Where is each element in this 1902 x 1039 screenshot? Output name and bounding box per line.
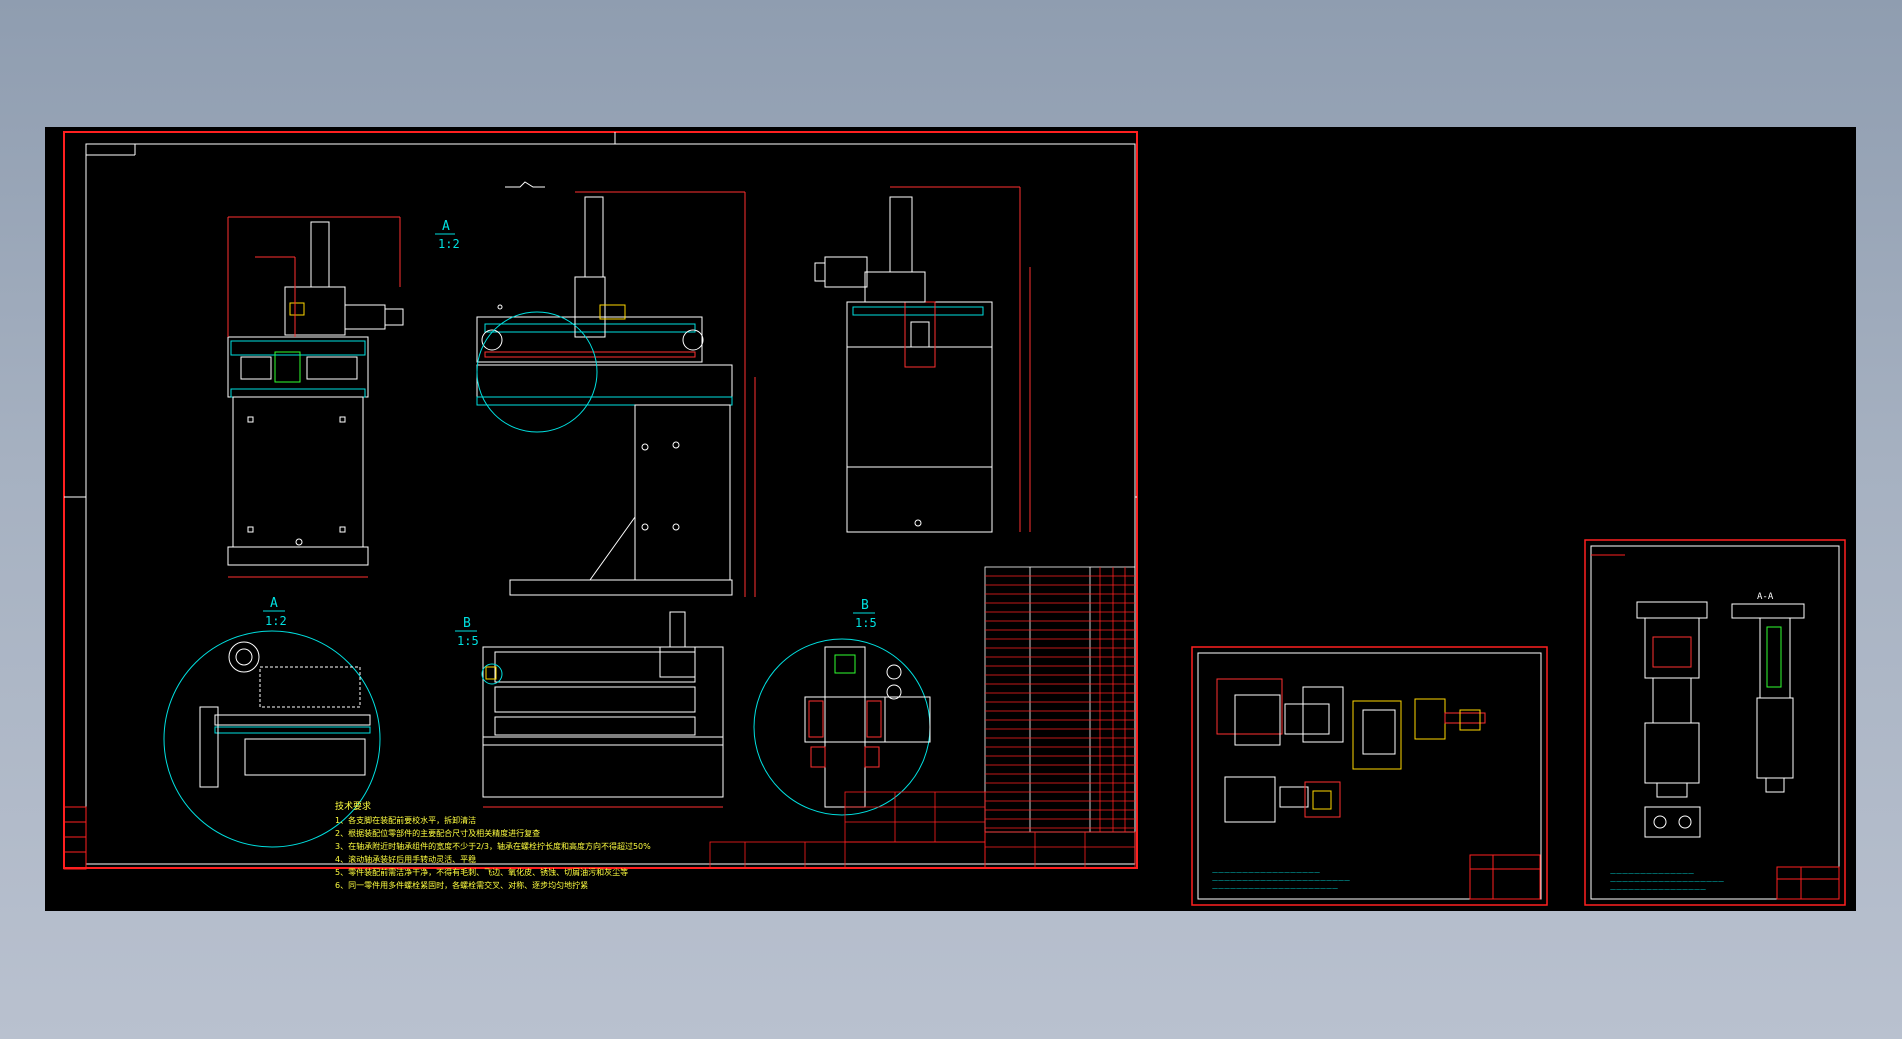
main-sheet: [63, 131, 1138, 870]
bom-table: [984, 566, 1136, 833]
tech-note-5: 5、零件装配前需洁净干净，不得有毛刺、飞边、氧化皮、锈蚀、切屑油污和灰尘等: [335, 867, 628, 877]
detail-a: [163, 630, 381, 848]
front-view: [227, 216, 404, 578]
right-view: [814, 186, 1031, 533]
tech-note-6: 6、同一零件用多件螺栓紧固时，各螺栓需交叉、对称、逐步均匀地拧紧: [335, 880, 588, 890]
detail-b: [753, 638, 931, 816]
tech-note-3: 3、在轴承附近时轴承组件的宽度不少于2/3，轴承在螺栓拧长度和高度方向不得超过5…: [335, 841, 651, 851]
svg-text:———————————————————————: ———————————————————————: [1212, 877, 1350, 884]
tech-notes-title: 技术要求: [335, 800, 371, 812]
sheet-2: —————————————————— —————————————————————…: [1191, 646, 1548, 906]
section-a-callout: A 1:2: [435, 219, 460, 251]
detail-a-label: A: [270, 596, 278, 611]
sheet-3: A-A —————————————— ——————————————————— —…: [1584, 539, 1846, 906]
svg-text:———————————————————: ———————————————————: [1610, 878, 1724, 885]
cad-drawing-canvas[interactable]: A 1:2 A 1:2: [45, 127, 1856, 911]
detail-b2-label: B: [861, 598, 869, 613]
detail-b-callout: B 1:5: [455, 616, 479, 648]
side-view: [476, 181, 756, 597]
tech-note-4: 4、滚动轴承装好后用手转动灵活、平稳: [335, 854, 476, 864]
tech-note-2: 2、根据装配位零部件的主要配合尺寸及相关精度进行复查: [335, 828, 540, 838]
detail-a-scale: 1:2: [265, 614, 287, 628]
section-aa-label: A-A: [1757, 592, 1774, 602]
detail-b-scale: 1:5: [457, 634, 479, 648]
technical-notes: 技术要求 1、各支脚在装配前要校水平，拆卸清洁 2、根据装配位零部件的主要配合尺…: [335, 800, 651, 890]
svg-text:—————————————————————: —————————————————————: [1212, 885, 1338, 892]
detail-a-callout: A 1:2: [263, 596, 287, 628]
title-block: [709, 791, 1136, 869]
svg-text:——————————————————: ——————————————————: [1212, 869, 1320, 876]
section-a-scale: 1:2: [438, 237, 460, 251]
detail-b-label: B: [463, 616, 471, 631]
svg-text:————————————————: ————————————————: [1610, 886, 1706, 893]
detail-b2-scale: 1:5: [855, 616, 877, 630]
svg-text:——————————————: ——————————————: [1610, 870, 1694, 877]
top-view-b: [481, 611, 724, 808]
tech-note-1: 1、各支脚在装配前要校水平，拆卸清洁: [335, 815, 476, 825]
cad-viewport[interactable]: A 1:2 A 1:2: [45, 127, 1856, 911]
detail-b2-callout: B 1:5: [853, 598, 877, 630]
section-a-label: A: [442, 219, 450, 234]
